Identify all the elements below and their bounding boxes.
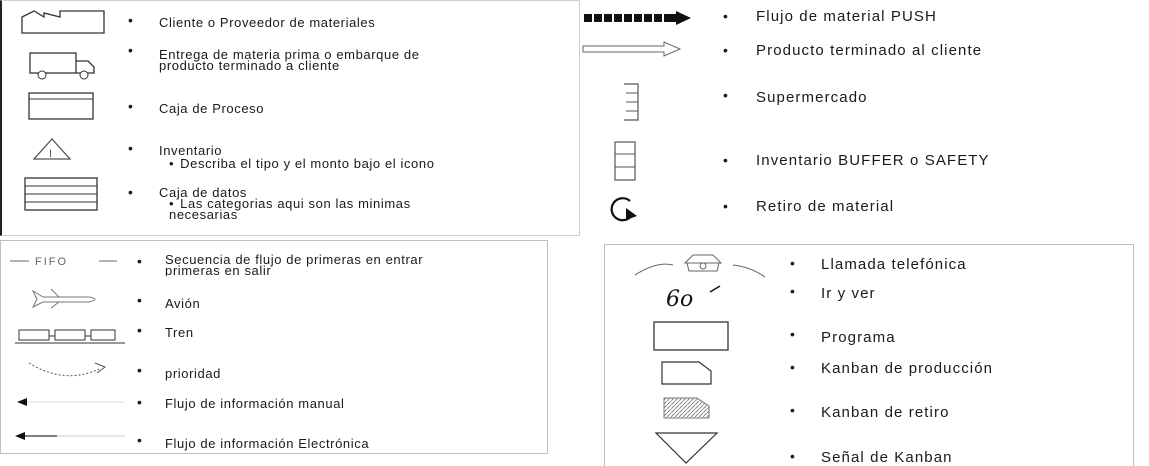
train-icon <box>15 326 127 346</box>
schedule-box-icon <box>653 321 729 351</box>
airplane-icon <box>29 287 105 309</box>
bullet: • <box>790 326 795 342</box>
legend-sublabel-caja-datos: •Las categorias aqui son las minimas nec… <box>169 196 411 222</box>
bullet: • <box>137 362 142 378</box>
bullet: • <box>137 322 142 338</box>
legend-label-caja-datos: Caja de datos •Las categorias aqui son l… <box>159 185 411 222</box>
electronic-info-arrow-icon <box>7 429 127 443</box>
bullet: • <box>723 8 728 24</box>
legend-label-ir-ver: Ir y ver <box>821 285 876 302</box>
legend-label-senal-kanban: Señal de Kanban <box>821 449 953 466</box>
legend-label-info-electronica: Flujo de información Electrónica <box>165 436 370 451</box>
telephone-icon <box>633 251 773 281</box>
legend-label-caja-proceso: Caja de Proceso <box>159 101 265 116</box>
bullet: • <box>137 394 142 410</box>
legend-label-prioridad: prioridad <box>165 366 221 381</box>
legend-label-avion: Avión <box>165 296 201 311</box>
legend-label-cliente: Cliente o Proveedor de materiales <box>159 15 376 30</box>
legend-panel-top-right: • Flujo de material PUSH • Producto term… <box>580 0 1149 236</box>
buffer-icon <box>613 140 639 184</box>
legend-sublabel-inventario: •Describa el tipo y el monto bajo el ico… <box>169 156 435 171</box>
kanban-signal-icon <box>655 431 719 465</box>
legend-panel-bottom-left: FIFO • Secuencia de flujo de primeras en… <box>0 240 548 454</box>
legend-label-info-manual: Flujo de información manual <box>165 396 345 411</box>
bullet: • <box>137 292 142 308</box>
bullet: • <box>790 402 795 418</box>
production-kanban-icon <box>661 361 713 385</box>
legend-label-kanban-produccion: Kanban de producción <box>821 360 994 377</box>
bullet: • <box>723 198 728 214</box>
inventory-triangle-icon: I <box>32 137 72 163</box>
bullet: • <box>128 12 133 28</box>
legend-label-fifo: Secuencia de flujo de primeras en entrar… <box>165 254 424 276</box>
legend-label-tren: Tren <box>165 325 194 340</box>
legend-panel-bottom-right: • Llamada telefónica 6o • Ir y ver • Pro… <box>604 244 1134 466</box>
fifo-icon: FIFO <box>9 253 119 269</box>
bullet: • <box>137 432 142 448</box>
manual-info-arrow-icon <box>15 395 131 409</box>
factory-icon <box>20 9 106 35</box>
legend-label-kanban-retiro: Kanban de retiro <box>821 404 950 421</box>
legend-label-supermercado: Supermercado <box>756 89 868 106</box>
legend-label-producto-terminado: Producto terminado al cliente <box>756 42 983 59</box>
go-see-glasses-icon: 6o <box>664 282 724 312</box>
svg-text:I: I <box>49 148 52 160</box>
bullet: • <box>128 98 133 114</box>
go-see-label: 6o <box>666 287 693 312</box>
supermarket-icon <box>622 82 642 122</box>
data-box-icon <box>24 177 98 211</box>
process-box-icon <box>28 92 94 120</box>
legend-label-buffer: Inventario BUFFER o SAFETY <box>756 152 990 169</box>
bullet: • <box>790 255 795 271</box>
legend-label-inventario: Inventario •Describa el tipo y el monto … <box>159 143 435 171</box>
bullet: • <box>137 253 142 269</box>
legend-label-llamada: Llamada telefónica <box>821 256 967 273</box>
legend-panel-top-left: • Cliente o Proveedor de materiales • En… <box>0 0 580 236</box>
bullet: • <box>723 87 728 103</box>
bullet: • <box>128 184 133 200</box>
bullet: • <box>790 283 795 299</box>
hollow-arrow-icon <box>582 40 682 58</box>
truck-icon <box>28 49 98 81</box>
bullet: • <box>128 42 133 58</box>
priority-curve-icon <box>27 359 109 383</box>
push-arrow-icon <box>583 10 693 26</box>
fifo-label: FIFO <box>35 256 68 268</box>
legend-label-push: Flujo de material PUSH <box>756 8 937 25</box>
bullet: • <box>790 448 795 464</box>
withdrawal-kanban-icon <box>663 397 711 419</box>
bullet: • <box>723 152 728 168</box>
legend-label-retiro: Retiro de material <box>756 198 895 215</box>
bullet: • <box>128 140 133 156</box>
legend-label-programa: Programa <box>821 329 896 346</box>
bullet: • <box>790 359 795 375</box>
legend-label-entrega: Entrega de materia prima o embarque de p… <box>159 47 420 73</box>
bullet: • <box>723 42 728 58</box>
withdrawal-arrow-icon <box>606 194 640 224</box>
